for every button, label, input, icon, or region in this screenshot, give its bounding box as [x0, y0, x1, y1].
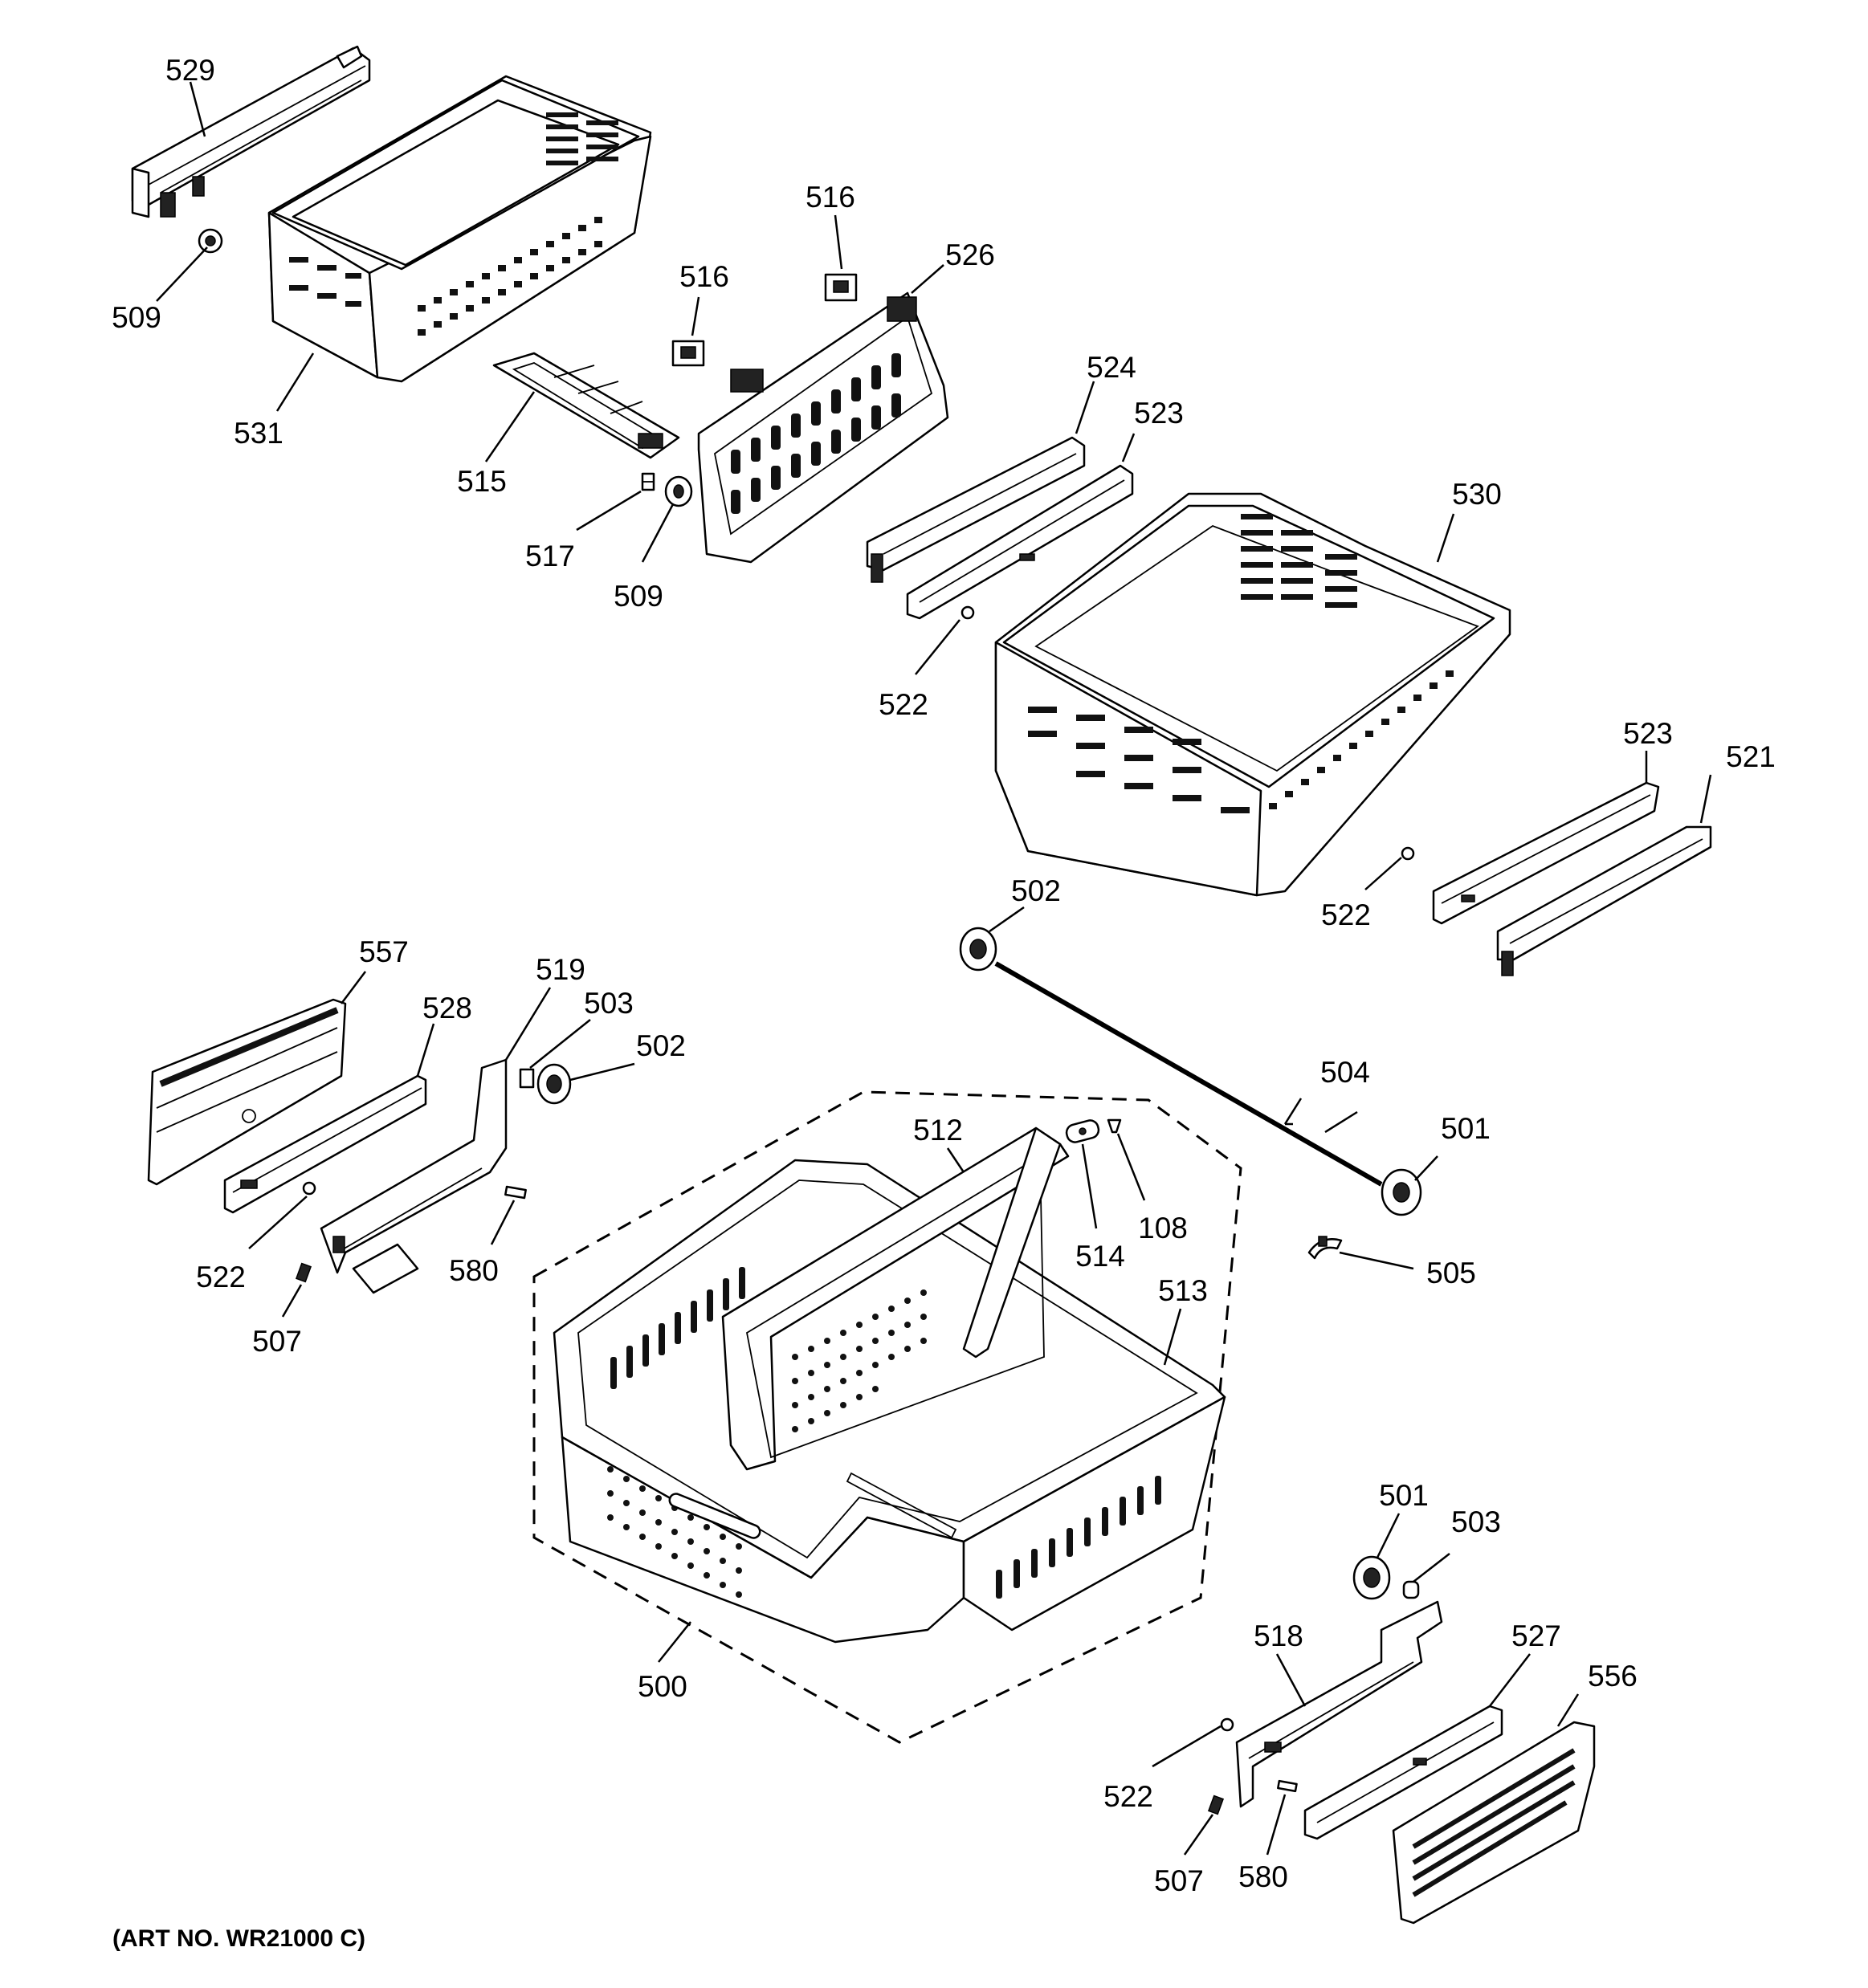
callout-labels: 529 509 531 515 517 509 516 516 526 524 … — [112, 54, 1776, 1897]
part-516b-clip — [824, 273, 858, 302]
callout-529: 529 — [165, 54, 215, 87]
part-518-bracket — [1235, 1600, 1443, 1808]
callout-522: 522 — [1321, 898, 1371, 931]
callout-509: 509 — [112, 301, 161, 334]
callout-527: 527 — [1511, 1619, 1561, 1652]
callout-507: 507 — [1154, 1864, 1204, 1897]
part-530-basket — [994, 492, 1511, 897]
part-531-basket — [267, 75, 652, 383]
callout-530: 530 — [1452, 478, 1502, 511]
part-522d-screw — [1220, 1717, 1234, 1732]
callout-513: 513 — [1158, 1274, 1208, 1307]
part-503b-pin — [1402, 1580, 1420, 1599]
art-number: (ART NO. WR21000 C) — [112, 1925, 365, 1952]
part-523b-rail — [1432, 781, 1660, 925]
callout-580: 580 — [449, 1254, 499, 1287]
callout-504: 504 — [1320, 1056, 1370, 1089]
part-501a-gear — [1381, 1168, 1422, 1216]
part-529-rail — [131, 45, 371, 218]
callout-507: 507 — [252, 1325, 302, 1358]
callout-522: 522 — [196, 1261, 246, 1293]
part-522c-screw — [302, 1181, 316, 1196]
callout-556: 556 — [1588, 1660, 1638, 1693]
part-503a-pin — [519, 1068, 535, 1089]
callout-517: 517 — [525, 540, 575, 572]
callout-521: 521 — [1726, 740, 1776, 773]
part-522a-screw — [961, 605, 975, 620]
part-519-bracket — [320, 1058, 508, 1294]
callout-503: 503 — [1451, 1505, 1501, 1538]
callout-522: 522 — [879, 688, 928, 721]
callout-522: 522 — [1103, 1780, 1153, 1813]
part-556-cover — [1392, 1721, 1596, 1925]
part-580b-screw — [1277, 1779, 1298, 1793]
part-507a-spring — [295, 1262, 312, 1283]
callout-531: 531 — [234, 417, 283, 450]
callout-505: 505 — [1426, 1257, 1476, 1289]
part-513-basket — [553, 1159, 1226, 1644]
part-502a-gear — [959, 927, 997, 972]
part-514-washer — [1065, 1119, 1100, 1143]
part-515-tray — [492, 352, 680, 459]
part-108-screw — [1107, 1118, 1122, 1134]
callout-518: 518 — [1254, 1619, 1303, 1652]
callout-514: 514 — [1075, 1240, 1125, 1273]
part-517-screw — [641, 472, 655, 491]
callout-526: 526 — [945, 238, 995, 271]
callout-108: 108 — [1138, 1212, 1188, 1245]
part-509b-wheel — [664, 475, 693, 507]
part-526-panel — [697, 291, 949, 564]
part-522b-screw — [1401, 846, 1415, 861]
part-504-shaft — [994, 961, 1383, 1187]
callout-501: 501 — [1379, 1479, 1429, 1512]
callout-515: 515 — [457, 465, 507, 498]
part-501b-gear — [1352, 1555, 1391, 1600]
part-509a-wheel — [198, 228, 223, 254]
callout-524: 524 — [1087, 351, 1136, 384]
callout-500: 500 — [638, 1670, 687, 1703]
callout-516: 516 — [679, 260, 729, 293]
callout-502: 502 — [1011, 874, 1061, 907]
callout-519: 519 — [536, 953, 585, 986]
leader-lines — [156, 81, 1712, 1856]
callout-528: 528 — [422, 992, 472, 1025]
part-507b-spring — [1207, 1794, 1225, 1815]
callout-512: 512 — [913, 1114, 963, 1147]
callout-503: 503 — [584, 987, 634, 1020]
part-516a-clip — [671, 340, 705, 367]
callout-557: 557 — [359, 935, 409, 968]
part-524-rail — [866, 436, 1086, 583]
callout-501: 501 — [1441, 1112, 1491, 1145]
callout-580: 580 — [1238, 1860, 1288, 1893]
part-523a-rail — [906, 464, 1134, 620]
callout-516: 516 — [806, 181, 855, 214]
callout-523: 523 — [1134, 397, 1184, 430]
part-521-rail — [1496, 825, 1712, 976]
callout-509: 509 — [614, 580, 663, 613]
part-502b-gear — [536, 1063, 572, 1105]
callout-502: 502 — [636, 1029, 686, 1062]
callout-523: 523 — [1623, 717, 1673, 750]
part-557-rail — [147, 998, 347, 1186]
part-505-clip — [1307, 1236, 1343, 1260]
assembly-outline — [532, 1090, 1242, 1744]
part-512-divider — [721, 1126, 1070, 1471]
part-580a-screw — [504, 1185, 527, 1200]
